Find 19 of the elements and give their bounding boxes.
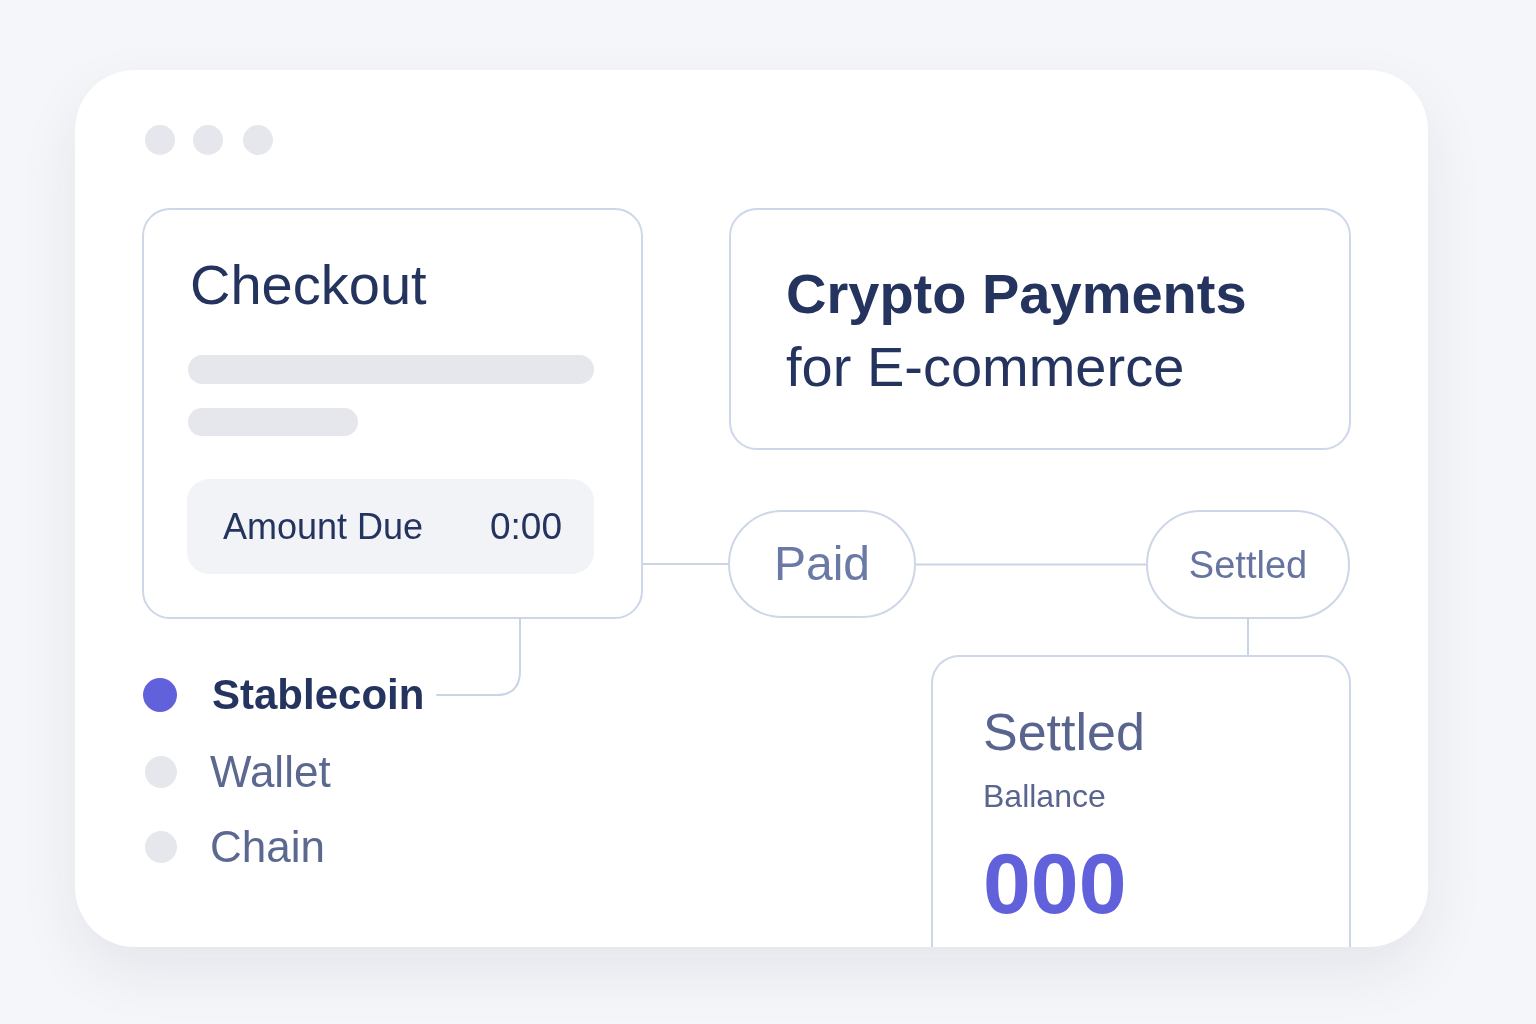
list-item-text: Wallet [210,747,331,797]
status-label: Settled [1188,545,1308,584]
connector-line [435,618,521,696]
connector-line [642,563,729,565]
status-label: Paid [773,540,871,588]
amount-value: 0:00 [490,508,562,545]
card-heading: Settled [983,706,1145,758]
amount-label: Amount Due [223,508,424,545]
title-text: Crypto Payments for E-commerce [786,261,1248,400]
checkout-card [142,208,643,619]
list-item-text: Stablecoin [212,670,437,720]
balance-card [931,655,1351,947]
balance-value: 000 [983,840,1127,926]
connector-line [915,563,1147,566]
balance-label: Ballance [983,780,1106,812]
connector-line [1247,618,1249,656]
title-card [729,208,1351,450]
card-heading: Checkout [190,257,427,313]
list-item-text: Chain [210,822,325,872]
